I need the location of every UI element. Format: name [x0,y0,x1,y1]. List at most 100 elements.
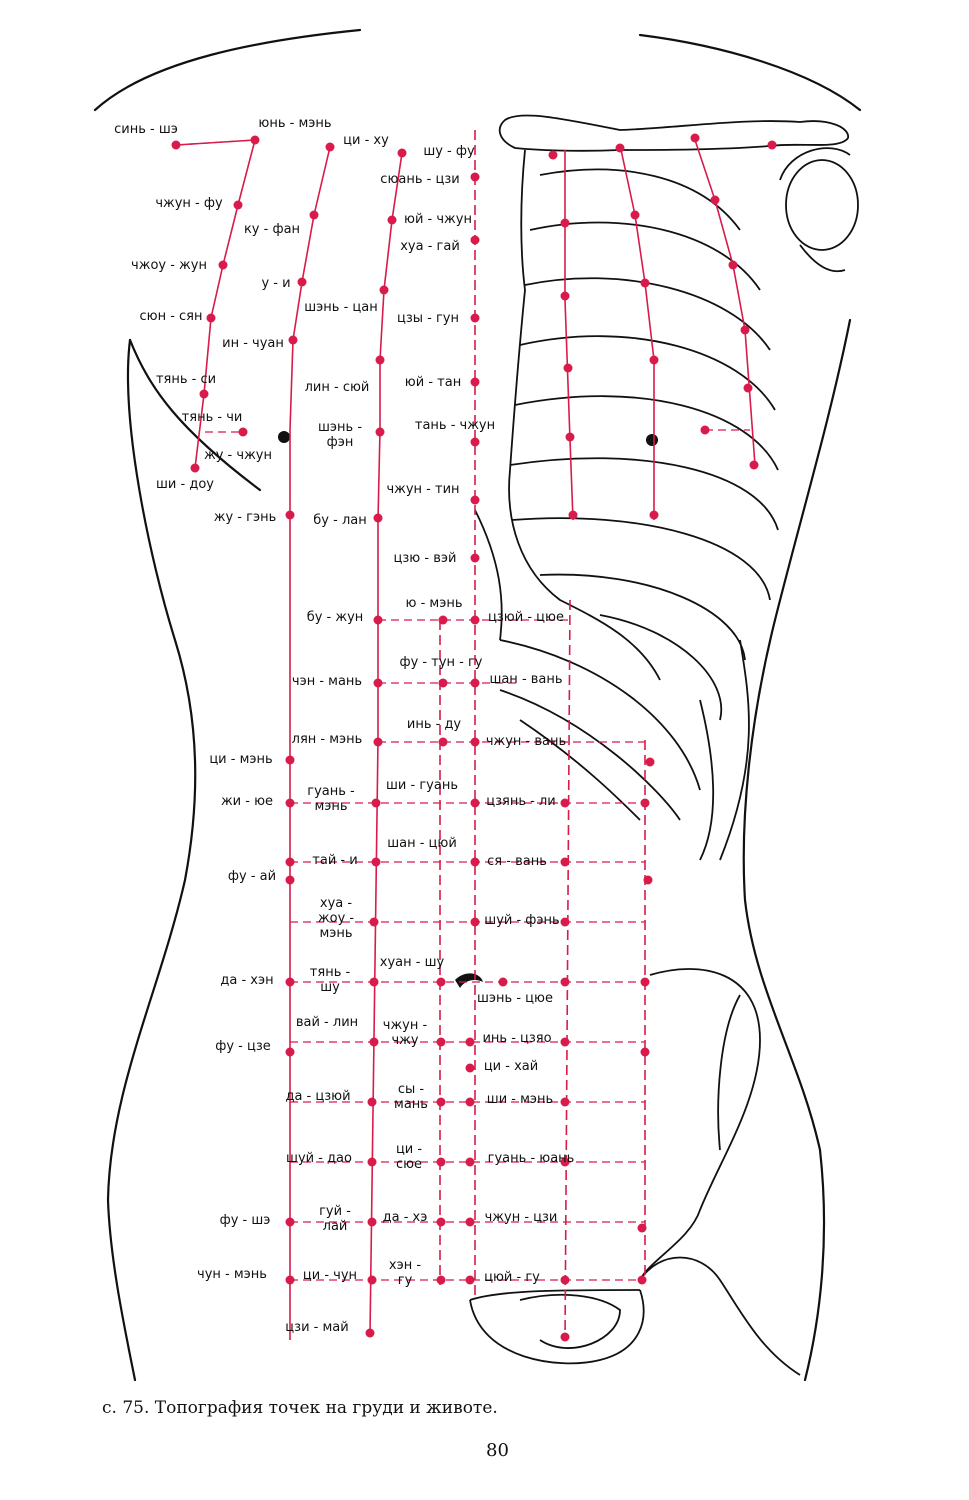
point-label: шу - фу [423,144,475,159]
point-label: шуй - фэнь [484,913,560,928]
point-label: чжун - цзи [484,1210,558,1225]
point-label: у - и [261,276,291,291]
point-label: хэн - гу [388,1258,422,1288]
point-label: ши - доу [156,477,214,492]
point [436,1157,446,1167]
point [369,917,379,927]
point [649,510,659,520]
point-label: бу - лан [313,513,367,528]
point [470,737,480,747]
point-label: жу - гэнь [213,510,277,525]
point [740,325,750,335]
dashed-connectors [175,139,750,1281]
point-label: лин - сюй [304,380,370,395]
point-label: ку - фан [243,222,301,237]
landmarks [278,431,658,988]
point [233,200,243,210]
point-label: ци - хай [483,1059,539,1074]
point [470,437,480,447]
point [465,1217,475,1227]
point [371,857,381,867]
point [218,260,228,270]
point [438,615,448,625]
point-label: чэн - мань [291,674,363,689]
point-label: цзюй - цюе [488,610,564,625]
acupuncture-points-figure [93,28,862,1382]
point [560,218,570,228]
point-label: чжун - чжу [382,1018,428,1048]
point [565,432,575,442]
point [465,1097,475,1107]
point [560,917,570,927]
pelvis [469,968,801,1376]
point [285,857,295,867]
point [743,383,753,393]
point-label: чжоу - жун [131,258,207,273]
point [470,857,480,867]
point [369,1037,379,1047]
point-label: ци - сюе [395,1142,423,1172]
point [470,553,480,563]
point-label: сюн - сян [139,309,203,324]
point-label: ся - вань [487,854,547,869]
point [379,285,389,295]
point [367,1275,377,1285]
point [548,150,558,160]
point-label: инь - цзяо [482,1031,552,1046]
point [637,1223,647,1233]
point [690,133,700,143]
point [238,427,248,437]
point [325,142,335,152]
point [749,460,759,470]
point [767,140,777,150]
point [645,757,655,767]
point-label: цзы - гун [396,311,460,326]
page-number: 80 [486,1440,509,1461]
point [387,215,397,225]
point [470,313,480,323]
point-label: цзянь - ли [486,794,556,809]
point [297,277,307,287]
point [470,678,480,688]
acupuncture-points [171,133,777,1342]
point [367,1217,377,1227]
point-label: гуань - мэнь [307,784,355,814]
point-label: ци - мэнь [209,752,273,767]
skeleton [474,114,859,861]
point [375,427,385,437]
point [470,495,480,505]
point-label: ю - мэнь [405,596,463,611]
point [171,140,181,150]
point [640,1047,650,1057]
point-label: фу - тун - гу [399,655,483,670]
point-label: синь - шэ [114,122,178,137]
point [436,1275,446,1285]
point [498,977,508,987]
point [640,798,650,808]
point-label: ши - мэнь [486,1092,554,1107]
point-label: жу - чжун [204,448,272,463]
point [375,355,385,365]
point [367,1157,377,1167]
point-label: шэнь - цан [304,300,378,315]
point-label: фу - цзе [215,1039,271,1054]
point [560,291,570,301]
point [560,1332,570,1342]
point [373,678,383,688]
point-label: чжун - тин [386,482,460,497]
point-label: шан - вань [489,672,563,687]
point-label: цюй - гу [484,1270,540,1285]
point-label: шэнь - цюе [477,991,553,1006]
point [288,335,298,345]
point [371,798,381,808]
point-label: сы - мань [394,1082,428,1112]
point [397,148,407,158]
point [285,1275,295,1285]
point-label: юй - чжун [404,212,472,227]
point-label: тянь - си [155,372,217,387]
point [373,737,383,747]
point-label: чжун - фу [155,196,223,211]
point [365,1328,375,1338]
point-label: жи - юе [220,794,274,809]
